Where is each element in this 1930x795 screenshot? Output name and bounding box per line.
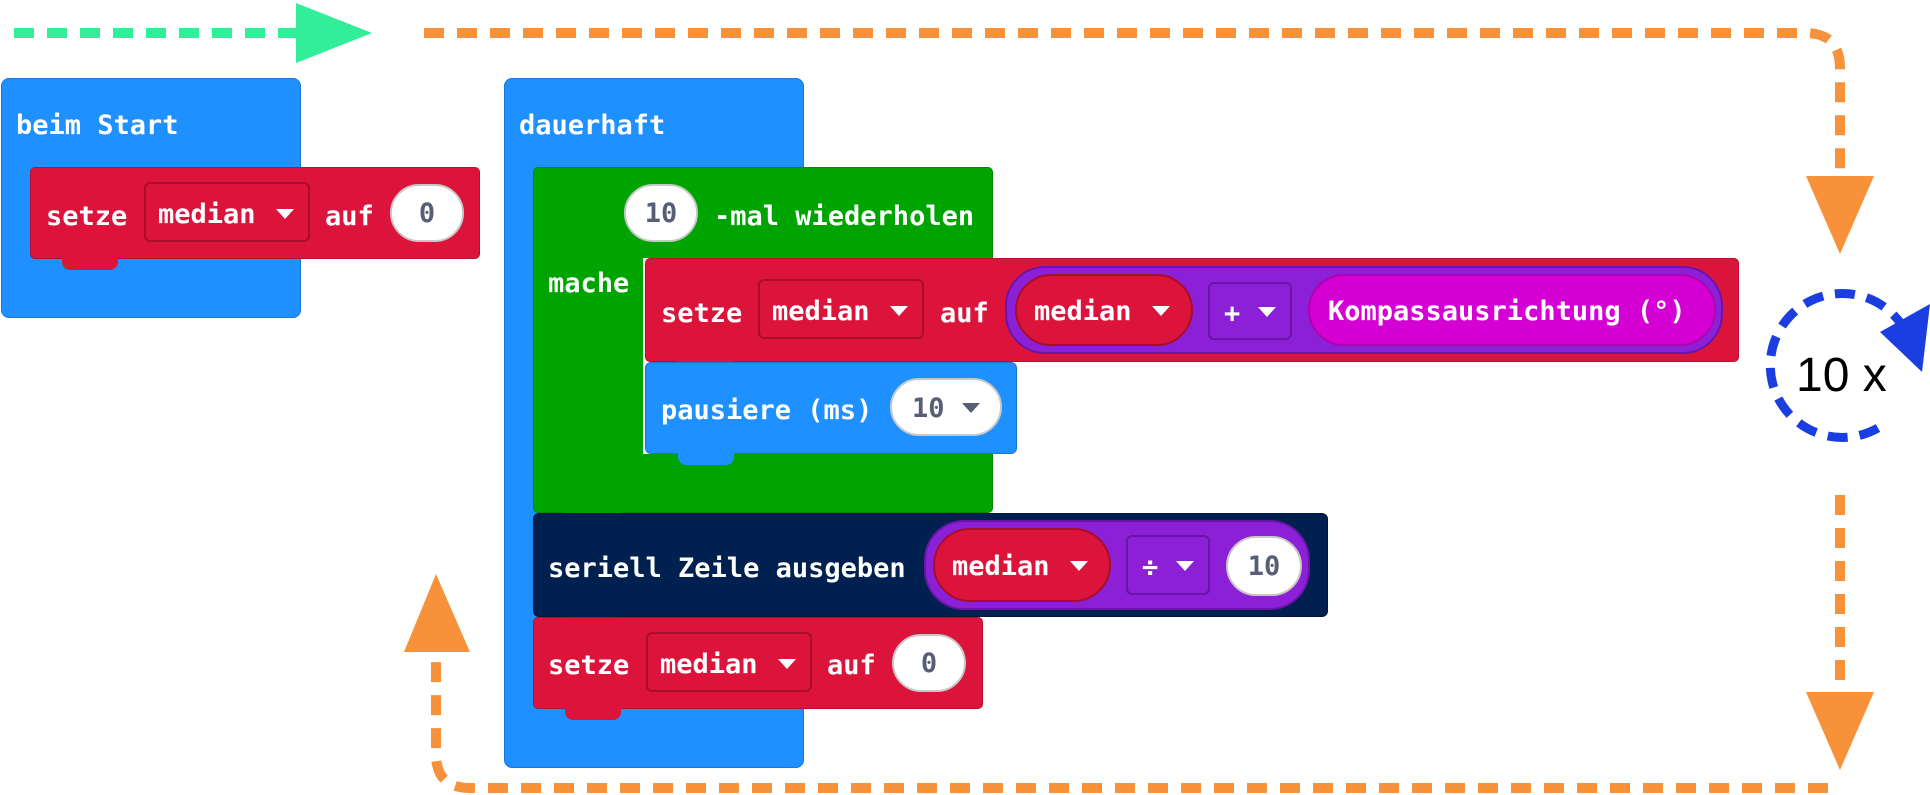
sum-operand-variable[interactable]: median — [1015, 274, 1193, 346]
repeat-do-label: mache — [548, 268, 630, 299]
reset-variable-name: median — [660, 649, 758, 680]
start-variable-dropdown[interactable]: median — [144, 182, 310, 242]
set-sum-to-label: auf — [940, 298, 989, 329]
pause-value-input[interactable]: 10 — [890, 378, 1002, 436]
reset-to-label: auf — [827, 650, 876, 681]
set-sum-label: setze — [661, 298, 743, 329]
reset-variable-dropdown[interactable]: median — [646, 632, 812, 692]
repeat-label: -mal wiederholen — [714, 201, 975, 232]
compass-heading-reporter[interactable]: Kompassausrichtung (°) — [1308, 274, 1716, 346]
divide-operator-dropdown[interactable]: ÷ — [1126, 535, 1210, 595]
loop-arrowhead-down-top — [1806, 176, 1874, 254]
pause-label: pausiere (ms) — [661, 395, 873, 426]
repeat-arrowhead — [1880, 304, 1930, 372]
forever-loop-path — [424, 28, 1845, 793]
loop-arrowhead-up — [404, 574, 470, 652]
start-set-label: setze — [46, 201, 128, 232]
start-variable-name: median — [158, 199, 256, 230]
repeat-circle — [1765, 289, 1913, 442]
divisor-input[interactable]: 10 — [1226, 536, 1302, 596]
reset-set-notch — [565, 708, 621, 720]
start-value-input[interactable]: 0 — [390, 184, 464, 242]
serial-label: seriell Zeile ausgeben — [548, 553, 906, 584]
divide-operator-symbol: ÷ — [1142, 552, 1159, 583]
start-to-label: auf — [325, 201, 374, 232]
sum-operand-name: median — [1034, 296, 1132, 327]
pause-notch — [678, 453, 734, 465]
reset-value-input[interactable]: 0 — [892, 634, 966, 692]
chevron-down-icon — [1152, 306, 1170, 316]
chevron-down-icon — [778, 659, 796, 669]
chevron-down-icon — [1258, 307, 1276, 317]
chevron-down-icon — [1176, 561, 1194, 571]
set-sum-variable-dropdown[interactable]: median — [758, 279, 924, 339]
repeat-count-input[interactable]: 10 — [624, 184, 698, 242]
repeat-count-label: 10 x — [1796, 349, 1887, 402]
loop-arrowhead-down-bottom — [1806, 692, 1874, 770]
chevron-down-icon — [890, 306, 908, 316]
start-set-notch — [62, 258, 118, 270]
plus-operator-symbol: + — [1224, 298, 1241, 329]
chevron-down-icon — [962, 403, 980, 413]
compass-heading-label: Kompassausrichtung (°) — [1328, 296, 1686, 327]
chevron-down-icon — [1070, 561, 1088, 571]
pause-value: 10 — [912, 393, 945, 424]
start-arrowhead — [296, 3, 372, 63]
div-operand-variable[interactable]: median — [933, 528, 1111, 602]
plus-operator-dropdown[interactable]: + — [1208, 282, 1292, 340]
set-sum-variable-name: median — [772, 296, 870, 327]
forever-title: dauerhaft — [519, 110, 666, 141]
on-start-title: beim Start — [16, 110, 179, 141]
reset-set-label: setze — [548, 650, 630, 681]
chevron-down-icon — [276, 209, 294, 219]
div-operand-name: median — [952, 551, 1050, 582]
